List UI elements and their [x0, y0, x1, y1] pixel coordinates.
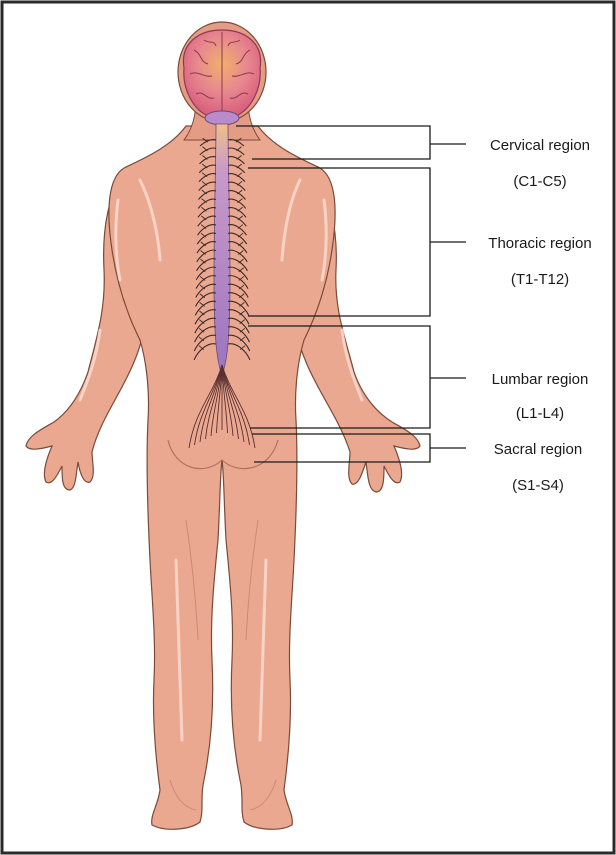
label-lumbar-name: Lumbar region — [492, 371, 589, 388]
label-thoracic-range: (T1-T12) — [511, 271, 569, 288]
label-sacral-range: (S1-S4) — [512, 477, 564, 494]
cerebellum — [205, 111, 239, 125]
label-sacral-name: Sacral region — [494, 441, 582, 458]
label-thoracic-name: Thoracic region — [488, 235, 591, 252]
label-cervical-name: Cervical region — [490, 137, 590, 154]
label-lumbar-range: (L1-L4) — [516, 405, 564, 422]
label-cervical-range: (C1-C5) — [513, 173, 566, 190]
spinal-cord-trunk — [214, 124, 230, 375]
